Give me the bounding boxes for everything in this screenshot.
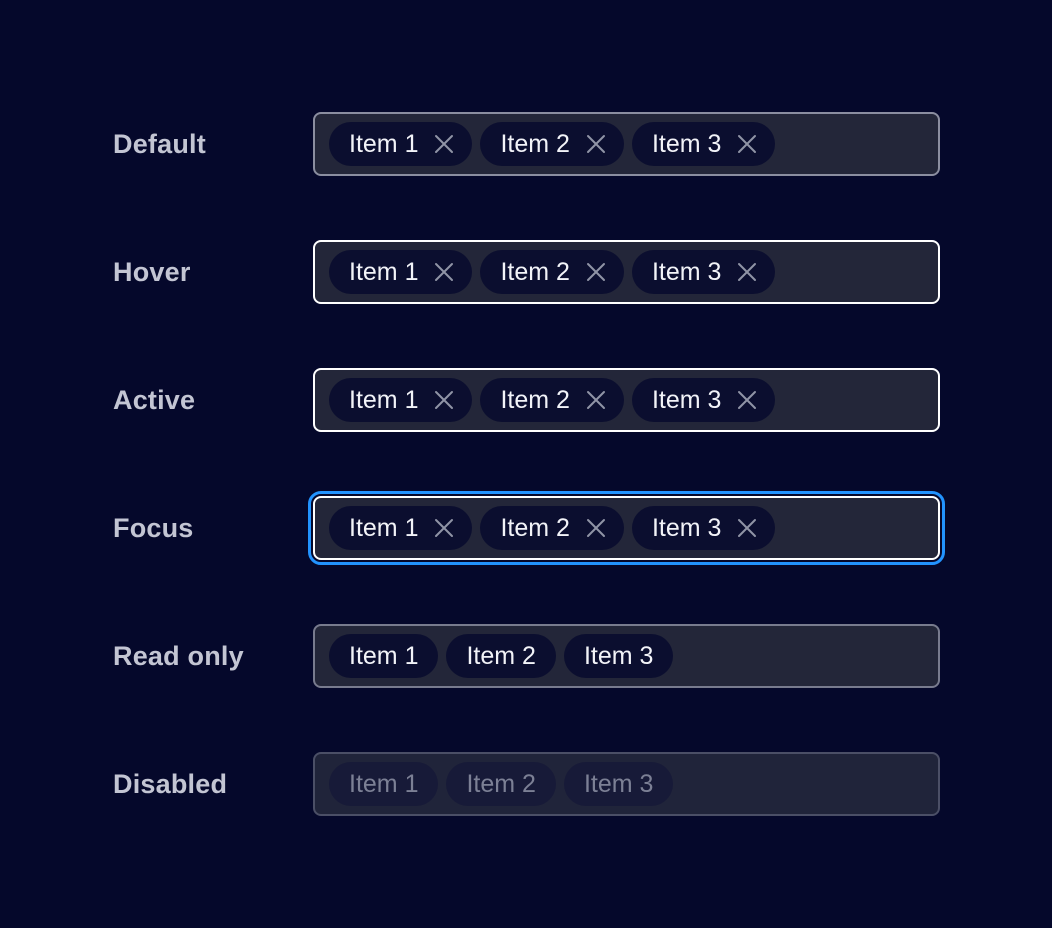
- state-label-hover: Hover: [113, 256, 191, 287]
- decline-icon[interactable]: [432, 388, 456, 412]
- state-label-focus: Focus: [113, 512, 194, 543]
- decline-icon[interactable]: [735, 516, 759, 540]
- token-label: Item 3: [583, 641, 654, 670]
- token-label: Item 3: [583, 769, 654, 798]
- token-item[interactable]: Item 3: [631, 506, 776, 550]
- token-label: Item 1: [349, 513, 419, 542]
- state-row-disabled: Disabled Item 1 Item 2 Item 3: [113, 752, 1052, 816]
- token-label: Item 2: [466, 769, 536, 798]
- token-item[interactable]: Item 1: [329, 378, 473, 422]
- state-row-readonly: Read only Item 1 Item 2 Item 3: [113, 624, 1052, 688]
- decline-icon[interactable]: [735, 388, 759, 412]
- decline-icon[interactable]: [584, 132, 608, 156]
- multi-input-field-readonly[interactable]: Item 1 Item 2 Item 3: [313, 624, 940, 688]
- token-label: Item 3: [651, 513, 722, 542]
- decline-icon[interactable]: [735, 260, 759, 284]
- token-label: Item 1: [349, 257, 419, 286]
- multi-input-field-default[interactable]: Item 1 Item 2 Item 3: [313, 112, 940, 176]
- state-row-focus: Focus Item 1 Item 2 Item 3: [113, 491, 1052, 565]
- token-label: Item 2: [500, 385, 570, 414]
- state-label-disabled: Disabled: [113, 768, 228, 799]
- token-item: Item 3: [563, 762, 674, 806]
- multi-input-field-focus[interactable]: Item 1 Item 2 Item 3: [308, 491, 945, 565]
- token-label: Item 1: [349, 385, 419, 414]
- token-item[interactable]: Item 3: [631, 378, 776, 422]
- state-label-default: Default: [113, 128, 206, 159]
- state-row-default: Default Item 1 Item 2 Item 3: [113, 112, 1052, 176]
- token-label: Item 3: [651, 257, 722, 286]
- token-field-states-showcase: Default Item 1 Item 2 Item 3: [113, 112, 1052, 816]
- token-item[interactable]: Item 1: [329, 250, 473, 294]
- decline-icon[interactable]: [584, 260, 608, 284]
- token-label: Item 1: [349, 641, 419, 670]
- token-label: Item 2: [466, 641, 536, 670]
- decline-icon[interactable]: [432, 132, 456, 156]
- decline-icon[interactable]: [432, 260, 456, 284]
- token-label: Item 3: [651, 385, 722, 414]
- token-item[interactable]: Item 3: [631, 122, 776, 166]
- token-label: Item 1: [349, 129, 419, 158]
- decline-icon[interactable]: [584, 516, 608, 540]
- multi-input-field-disabled: Item 1 Item 2 Item 3: [313, 752, 940, 816]
- token-label: Item 2: [500, 513, 570, 542]
- token-item[interactable]: Item 3: [631, 250, 776, 294]
- token-item[interactable]: Item 1: [329, 634, 439, 678]
- token-item[interactable]: Item 2: [480, 122, 624, 166]
- token-item[interactable]: Item 2: [446, 634, 556, 678]
- token-item[interactable]: Item 2: [480, 250, 624, 294]
- token-item: Item 2: [446, 762, 556, 806]
- multi-input-field-hover[interactable]: Item 1 Item 2 Item 3: [313, 240, 940, 304]
- multi-input-field-active[interactable]: Item 1 Item 2 Item 3: [313, 368, 940, 432]
- token-label: Item 3: [651, 129, 722, 158]
- token-label: Item 2: [500, 257, 570, 286]
- token-item[interactable]: Item 1: [329, 122, 473, 166]
- token-item[interactable]: Item 2: [480, 378, 624, 422]
- token-item[interactable]: Item 3: [563, 634, 674, 678]
- token-item: Item 1: [329, 762, 439, 806]
- state-label-active: Active: [113, 384, 196, 415]
- state-row-active: Active Item 1 Item 2 Item 3: [113, 368, 1052, 432]
- token-item[interactable]: Item 1: [329, 506, 473, 550]
- token-label: Item 2: [500, 129, 570, 158]
- state-row-hover: Hover Item 1 Item 2 Item 3: [113, 240, 1052, 304]
- token-item[interactable]: Item 2: [480, 506, 624, 550]
- decline-icon[interactable]: [584, 388, 608, 412]
- decline-icon[interactable]: [735, 132, 759, 156]
- token-label: Item 1: [349, 769, 419, 798]
- state-label-readonly: Read only: [113, 640, 244, 671]
- decline-icon[interactable]: [432, 516, 456, 540]
